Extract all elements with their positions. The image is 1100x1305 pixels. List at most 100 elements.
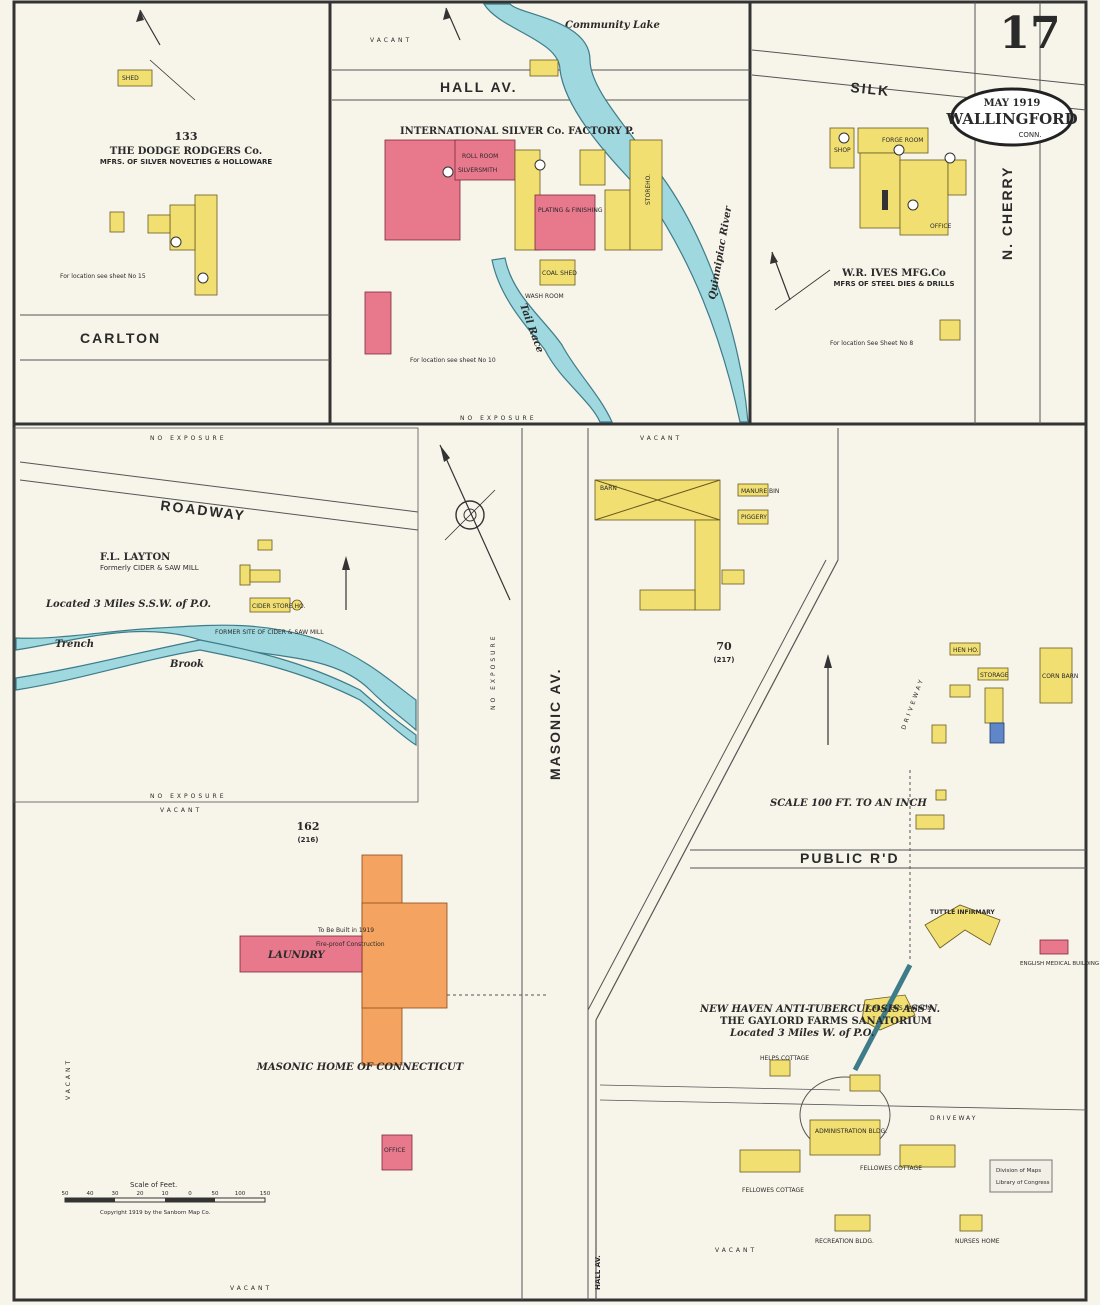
dodge-shed-label: SHED [122,75,139,82]
gaylord-panel: VACANT 70 (217) MANURE BIN PIGGERY BARN … [587,428,1099,1300]
gaylord-located: Located 3 Miles W. of P.O. [729,1028,874,1039]
scale-tick-label: 150 [260,1191,271,1197]
title-cartouche [950,87,1074,147]
sheet-date: MAY 1919 [984,98,1041,109]
street-hall-av: HALL AV. [440,79,517,95]
gaylord-sanatorium: THE GAYLORD FARMS SANATORIUM [720,1016,932,1027]
brook-label: Brook [169,659,204,670]
gaylord-farm-road: DRIVEWAY [900,676,926,730]
scale-tick-label: 50 [62,1191,69,1197]
tuttle-label: TUTTLE INFIRMARY [930,909,995,916]
admin-label: ADMINISTRATION BLDG. [815,1128,887,1135]
gaylord-block-ward: (217) [713,656,734,664]
ives-location-note: For location See Sheet No 8 [830,340,913,347]
layton-cider-label: CIDER STORE HO. [252,603,306,610]
gaylord-stone-building [989,722,1005,744]
masonic-home-name: MASONIC HOME OF CONNECTICUT [256,1062,465,1073]
childrens-label: CHILDRENS PAVILION [868,1005,932,1012]
gaylord-storage [977,667,1009,681]
intl-silver-store [604,189,631,251]
dodge-small-shed [109,211,125,233]
ives-forge-room [857,127,929,154]
layton-former-site: FORMER SITE OF CIDER & SAW MILL [215,629,324,636]
ives-room-forge: FORGE ROOM [882,137,923,144]
gaylord-manure-label: MANURE BIN [741,488,779,495]
gaylord-piggery [737,509,769,525]
intl-silver-name: INTERNATIONAL SILVER Co. FACTORY P. [400,126,634,137]
helps-label: HELPS COTTAGE [760,1055,809,1062]
gaylord-wagon-shed [949,684,971,698]
layton-lumber [249,569,281,583]
gaylord-small-1 [931,724,947,744]
masonic-av-strip: MASONIC AV. HALL AV. [439,428,602,1300]
gaylord-manure [737,483,769,497]
layton-cider-store [249,597,291,613]
gaylord-vacant-bottom: VACANT [715,1247,757,1254]
dodge-shed [117,69,153,87]
layton-scale [257,539,273,551]
masonic-office-label: OFFICE [384,1147,406,1154]
layton-formerly: Formerly CIDER & SAW MILL [100,564,199,572]
layton-no-exposure-bottom: NO EXPOSURE [150,793,227,800]
gaylord-admin-building [809,1119,881,1156]
intl-silver-storehouse [629,139,663,251]
ives-annex [947,159,967,196]
quinnipiac-river [482,3,749,423]
dodge-rodgers-panel: CARLTON 133 THE DODGE RODGERS Co. MFRS. … [20,9,330,361]
nurses-label: NURSES HOME [955,1238,1000,1245]
masonic-vacant-side: VACANT [65,1058,72,1100]
intl-silver-room-1: SILVERSMITH [458,167,497,174]
tail-race [491,257,613,423]
trench-water [15,639,417,747]
ives-small-shed [939,319,961,341]
scale-feet-label: Scale of Feet. [130,1181,177,1189]
intl-silver-hose-shed [529,59,559,77]
gaylord-piggery-label: PIGGERY [741,514,767,521]
dodge-annex [147,214,171,234]
masonic-laundry-label: LAUNDRY [267,950,325,961]
gaylord-tuttle-infirmary [924,904,1001,949]
street-roadway: ROADWAY [160,497,247,523]
dodge-location-note: For location see sheet No 15 [60,273,146,280]
english-label: ENGLISH MEDICAL BUILDING [1020,961,1099,967]
library-stamp: Division of Maps Library of Congress [989,1159,1053,1193]
intl-silver-room-2: PLATING & FINISHING [538,207,603,214]
street-carlton: CARLTON [80,330,161,346]
ives-room-office: OFFICE [930,223,952,230]
gaylord-vacant-top: VACANT [640,435,682,442]
intl-silver-small-brick [364,291,392,355]
scale-tick-label: 0 [188,1191,192,1197]
intl-vacant-top: VACANT [370,37,412,44]
intl-silver-room-3: COAL SHED [542,270,577,277]
trench-label: Trench [55,639,94,650]
masonic-to-be-built: To Be Built in 1919 [317,927,374,934]
gaylord-hen-ho [949,642,981,656]
scale-tick-label: 40 [87,1191,94,1197]
intl-silver-room-0: ROLL ROOM [462,153,498,160]
layton-panel: NO EXPOSURE ROADWAY Trench Brook F.L. LA… [15,435,497,800]
ives-fitting [899,159,949,236]
gaylord-nurses-home [959,1214,983,1232]
gaylord-charge-shack [849,1074,881,1092]
stamp-line1: Division of Maps [996,1168,1041,1174]
ives-panel: SILK N. CHERRY MAY 1919 WALLINGFORD CONN… [751,2,1087,424]
gaylord-corn-barn [1039,647,1073,704]
compass-rose [455,500,485,530]
dodge-company-desc: MFRS. OF SILVER NOVELTIES & HOLLOWARE [100,158,273,166]
layton-no-exposure-side: NO EXPOSURE [490,633,497,710]
street-hall-av-bottom: HALL AV. [594,1255,602,1290]
masonic-home-main [361,902,448,1009]
gaylord-english-building [1039,939,1069,955]
masonic-vacant-bottom: VACANT [230,1285,272,1292]
scale-main: SCALE 100 FT. TO AN INCH [770,798,927,809]
community-lake-label: Community Lake [565,20,660,31]
gaylord-corn-barn-label: CORN BARN [1042,673,1078,680]
brook-water [15,624,417,732]
intl-silver-roll-room [454,139,516,181]
ives-company-desc: MFRS OF STEEL DIES & DRILLS [833,280,954,288]
ives-company-name: W.R. IVES MFG.Co [841,268,946,279]
recreation-label: RECREATION BLDG. [815,1238,874,1245]
ives-main-shop [859,152,901,229]
scale-tick-label: 10 [162,1191,169,1197]
